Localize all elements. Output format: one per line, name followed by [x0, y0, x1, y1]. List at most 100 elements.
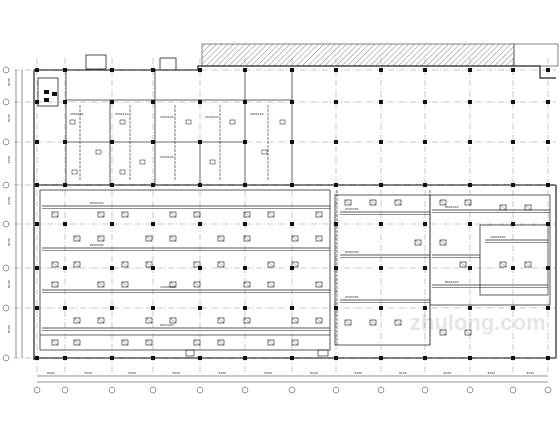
air-diffuser-mark — [267, 211, 275, 218]
structural-column — [468, 140, 472, 144]
air-diffuser — [464, 329, 472, 336]
dimension-label-bottom: 8100 — [265, 371, 273, 375]
axis-bubble-bottom — [149, 386, 157, 394]
air-diffuser — [291, 261, 299, 268]
axis-bubble-left — [2, 304, 10, 312]
structural-column — [511, 266, 515, 270]
structural-column — [151, 306, 155, 310]
air-diffuser-mark — [315, 317, 323, 324]
structural-column — [290, 266, 294, 270]
structural-column — [151, 140, 155, 144]
structural-column — [290, 306, 294, 310]
air-diffuser-mark — [267, 281, 275, 288]
structural-column — [243, 266, 247, 270]
duct-size-label: 1000X320 — [160, 285, 176, 289]
structural-column — [511, 68, 515, 72]
air-diffuser-mark — [97, 235, 105, 242]
structural-column — [290, 183, 294, 187]
axis-bubble-bottom — [377, 386, 385, 394]
watermark-text: zhulong.com — [410, 310, 546, 335]
air-diffuser-office — [95, 149, 102, 155]
air-diffuser-mark — [51, 339, 59, 346]
air-diffuser-office — [119, 119, 126, 125]
air-diffuser — [97, 281, 105, 288]
air-diffuser-mark — [73, 317, 81, 324]
air-diffuser-mark — [217, 317, 225, 324]
structural-column — [546, 306, 550, 310]
dimension-label-left: 8100 — [7, 280, 11, 288]
structural-column — [63, 222, 67, 226]
room-label: 250X120 — [70, 112, 84, 116]
structural-column — [198, 183, 202, 187]
air-diffuser-mark — [414, 239, 422, 246]
structural-column — [334, 222, 338, 226]
air-diffuser-mark — [73, 235, 81, 242]
air-diffuser-mark — [145, 339, 153, 346]
air-diffuser — [267, 261, 275, 268]
structural-column — [468, 266, 472, 270]
air-diffuser-mark — [291, 317, 299, 324]
air-diffuser-mark — [217, 339, 225, 346]
structural-column — [334, 356, 338, 360]
structural-column — [35, 266, 39, 270]
air-diffuser — [524, 261, 532, 268]
structural-column — [468, 222, 472, 226]
structural-column — [35, 356, 39, 360]
structural-column — [423, 222, 427, 226]
air-diffuser-mark — [369, 319, 377, 326]
duct-size-label: 630X320 — [345, 295, 359, 299]
air-diffuser-mark — [145, 261, 153, 268]
air-diffuser — [459, 261, 467, 268]
structural-column — [110, 306, 114, 310]
structural-column — [290, 356, 294, 360]
adjacent-building-outline — [513, 43, 559, 67]
air-diffuser-mark — [369, 199, 377, 206]
air-diffuser-mark — [145, 317, 153, 324]
air-diffuser — [145, 235, 153, 242]
air-diffuser-mark — [193, 281, 201, 288]
air-diffuser-mark — [243, 281, 251, 288]
air-diffuser-mark — [193, 261, 201, 268]
structural-column — [334, 183, 338, 187]
structural-column — [423, 100, 427, 104]
room-label: 250X120 — [205, 115, 219, 119]
air-diffuser-mark — [73, 339, 81, 346]
structural-column — [198, 306, 202, 310]
air-diffuser — [499, 204, 507, 211]
structural-column — [334, 140, 338, 144]
air-diffuser-mark — [291, 339, 299, 346]
structural-column — [110, 68, 114, 72]
structural-column — [423, 356, 427, 360]
structural-column — [511, 100, 515, 104]
structural-column — [198, 100, 202, 104]
equipment-mark — [44, 90, 49, 94]
air-diffuser-mark — [121, 211, 129, 218]
air-diffuser — [291, 339, 299, 346]
axis-bubble-left — [2, 98, 10, 106]
air-diffuser — [394, 199, 402, 206]
air-diffuser-mark — [243, 317, 251, 324]
structural-column — [334, 100, 338, 104]
dimension-label-bottom: 8100 — [444, 371, 452, 375]
air-diffuser — [121, 211, 129, 218]
air-diffuser — [267, 281, 275, 288]
air-diffuser — [243, 235, 251, 242]
air-diffuser — [193, 339, 201, 346]
air-diffuser-mark — [315, 281, 323, 288]
air-diffuser-mark — [169, 317, 177, 324]
air-diffuser — [524, 204, 532, 211]
structural-column — [290, 100, 294, 104]
air-diffuser — [369, 319, 377, 326]
air-diffuser — [193, 211, 201, 218]
structural-column — [423, 140, 427, 144]
air-diffuser — [243, 317, 251, 324]
axis-bubble-bottom — [241, 386, 249, 394]
dimension-label-bottom: 8100 — [488, 371, 496, 375]
structural-column — [511, 222, 515, 226]
dimension-label-bottom: 8100 — [527, 371, 535, 375]
structural-column — [379, 306, 383, 310]
equipment-mark — [317, 349, 329, 357]
dimension-label-bottom: 8100 — [129, 371, 137, 375]
